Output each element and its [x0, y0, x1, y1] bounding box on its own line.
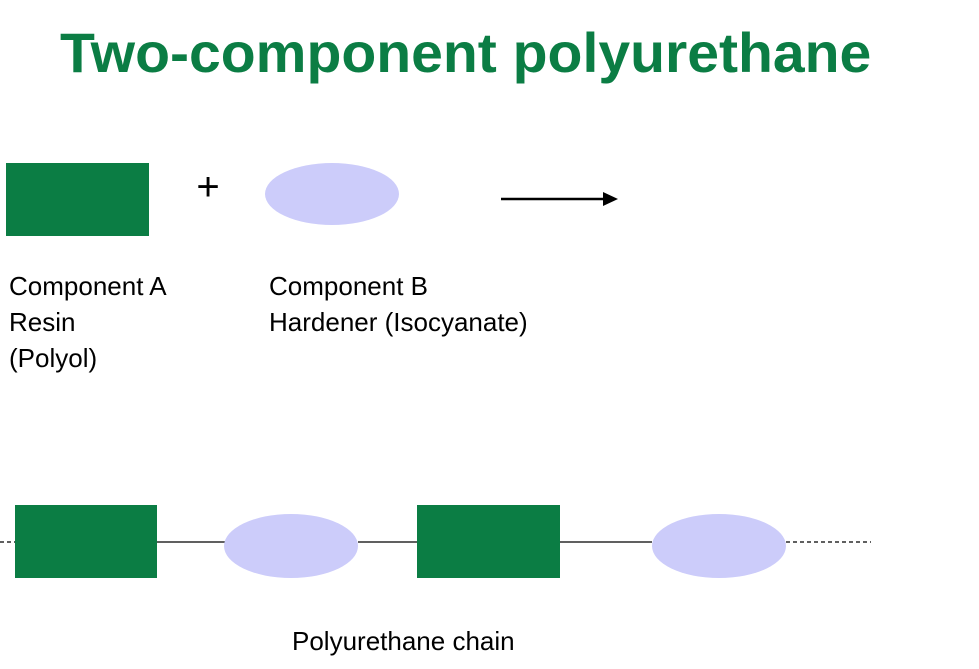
chain-label: Polyurethane chain [292, 626, 515, 656]
component-a-chemical: (Polyol) [9, 343, 98, 373]
component-b-name: Component B [269, 271, 428, 301]
chain-resin-unit [15, 505, 157, 578]
component-a-name: Component A [9, 271, 167, 301]
component-a-label: Component A Resin (Polyol) [9, 268, 167, 376]
component-b-type: Hardener (Isocyanate) [269, 307, 528, 337]
page-title: Two-component polyurethane [60, 21, 872, 84]
chain-hardener-unit [652, 514, 786, 578]
chain-resin-unit [417, 505, 560, 578]
chain-hardener-unit [224, 514, 358, 578]
plus-operator: + [196, 165, 219, 209]
reaction-arrow-icon [501, 192, 618, 206]
component-a-shape [6, 163, 149, 236]
component-b-label: Component B Hardener (Isocyanate) [269, 268, 528, 340]
component-b-shape [265, 163, 399, 225]
component-a-type: Resin [9, 307, 76, 337]
